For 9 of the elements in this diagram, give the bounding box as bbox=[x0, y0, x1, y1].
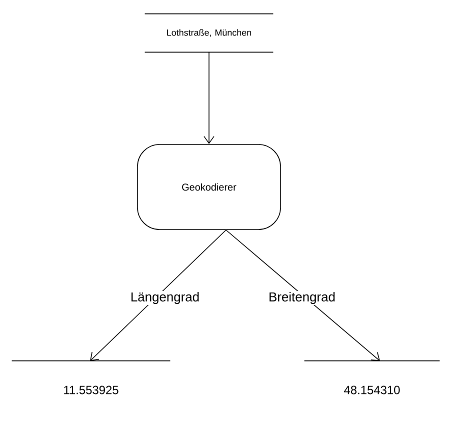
arrow bbox=[226, 230, 380, 361]
process-box: Geokodierer bbox=[137, 144, 281, 230]
edge-label: Breitengrad bbox=[268, 290, 336, 306]
edge-label: Längengrad bbox=[129, 290, 201, 306]
arrow bbox=[204, 52, 214, 144]
output-store: 11.553925 bbox=[11, 360, 171, 394]
output-store: 48.154310 bbox=[304, 360, 440, 394]
arrow bbox=[90, 230, 226, 361]
data-store: Lothstraße, München bbox=[144, 13, 274, 53]
